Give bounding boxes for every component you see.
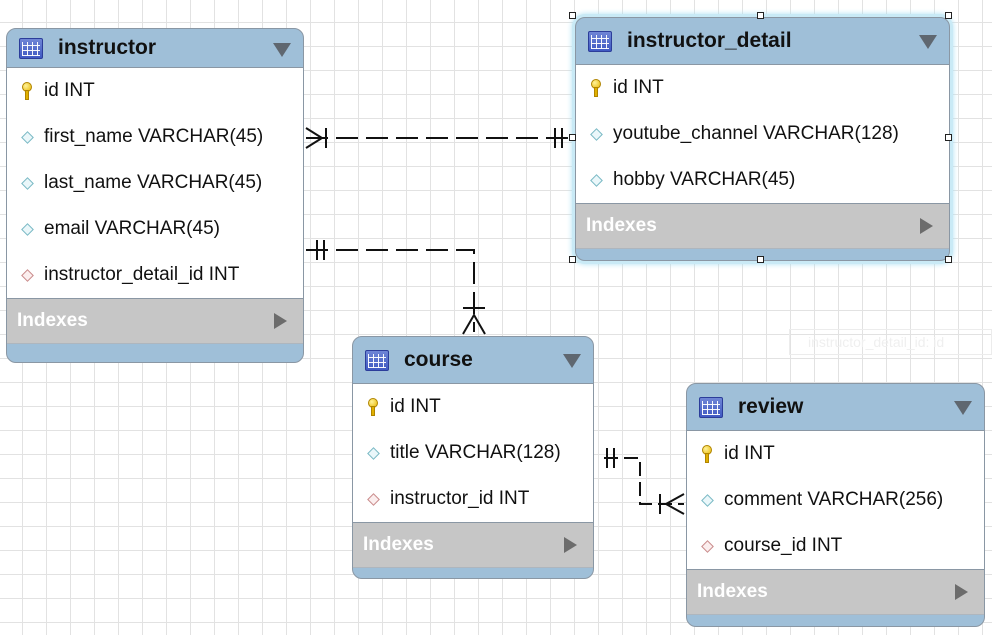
indexes-section[interactable]: Indexes: [7, 299, 303, 344]
selection-handle[interactable]: [945, 12, 952, 19]
crowfoot-marker: [462, 313, 486, 335]
selection-handle[interactable]: [945, 256, 952, 263]
one-marker: [316, 240, 325, 260]
column-label: id INT: [724, 443, 775, 464]
entity-header[interactable]: review: [687, 384, 984, 430]
column-row[interactable]: id INT: [576, 65, 949, 111]
column-diamond-icon: [588, 170, 604, 190]
column-label: comment VARCHAR(256): [724, 489, 944, 510]
column-row[interactable]: instructor_detail_id INT: [7, 252, 303, 298]
relationship-instructor-course[interactable]: [306, 249, 475, 332]
column-row[interactable]: id INT: [7, 68, 303, 114]
expand-arrow-icon[interactable]: [274, 313, 287, 329]
column-label: first_name VARCHAR(45): [44, 126, 264, 147]
column-label: id INT: [613, 77, 664, 98]
column-label: course_id INT: [724, 535, 843, 556]
chevron-down-icon[interactable]: [919, 35, 937, 49]
table-icon: [19, 37, 43, 59]
selection-handle[interactable]: [757, 256, 764, 263]
primary-key-icon: [365, 397, 381, 417]
column-row[interactable]: youtube_channel VARCHAR(128): [576, 111, 949, 157]
column-diamond-icon: [588, 124, 604, 144]
entity-title: instructor_detail: [627, 29, 792, 52]
indexes-label: Indexes: [586, 215, 657, 236]
column-label: id INT: [44, 80, 95, 101]
column-row[interactable]: first_name VARCHAR(45): [7, 114, 303, 160]
relationship-course-review[interactable]: [604, 457, 684, 505]
selection-handle[interactable]: [569, 134, 576, 141]
table-icon: [365, 349, 389, 371]
primary-key-icon: [588, 78, 604, 98]
column-row[interactable]: title VARCHAR(128): [353, 430, 593, 476]
entity-review[interactable]: review id INT comment VARCHAR(256) cours…: [686, 383, 985, 627]
one-marker: [606, 448, 615, 468]
crowfoot-marker: [663, 493, 685, 515]
chevron-down-icon[interactable]: [954, 401, 972, 415]
indexes-label: Indexes: [697, 581, 768, 602]
column-label: title VARCHAR(128): [390, 442, 561, 463]
column-label: last_name VARCHAR(45): [44, 172, 263, 193]
indexes-label: Indexes: [363, 534, 434, 555]
foreign-key-diamond-icon: [699, 536, 715, 556]
column-diamond-icon: [699, 490, 715, 510]
one-marker: [554, 128, 563, 148]
selection-handle[interactable]: [569, 256, 576, 263]
expand-arrow-icon[interactable]: [920, 218, 933, 234]
column-row[interactable]: email VARCHAR(45): [7, 206, 303, 252]
column-diamond-icon: [19, 173, 35, 193]
column-row[interactable]: comment VARCHAR(256): [687, 477, 984, 523]
column-label: hobby VARCHAR(45): [613, 169, 796, 190]
entity-header[interactable]: course: [353, 337, 593, 383]
column-label: email VARCHAR(45): [44, 218, 220, 239]
crowfoot-marker: [305, 127, 324, 149]
column-label: instructor_detail_id INT: [44, 264, 240, 285]
column-row[interactable]: hobby VARCHAR(45): [576, 157, 949, 203]
foreign-key-diamond-icon: [365, 489, 381, 509]
chevron-down-icon[interactable]: [273, 43, 291, 57]
table-icon: [699, 396, 723, 418]
entity-course[interactable]: course id INT title VARCHAR(128) instruc…: [352, 336, 594, 579]
entity-header[interactable]: instructor: [7, 29, 303, 67]
entity-instructor-detail[interactable]: instructor_detail id INT youtube_channel…: [575, 17, 950, 261]
selection-handle[interactable]: [757, 12, 764, 19]
entity-header[interactable]: instructor_detail: [576, 18, 949, 64]
column-label: youtube_channel VARCHAR(128): [613, 123, 899, 144]
primary-key-icon: [19, 81, 35, 101]
column-row[interactable]: last_name VARCHAR(45): [7, 160, 303, 206]
faint-relationship-label: instructor_detail_id: id: [789, 329, 992, 355]
entity-title: instructor: [58, 36, 157, 59]
column-label: instructor_id INT: [390, 488, 530, 509]
column-row[interactable]: id INT: [687, 431, 984, 477]
selection-handle[interactable]: [569, 12, 576, 19]
indexes-section[interactable]: Indexes: [576, 204, 949, 249]
indexes-section[interactable]: Indexes: [687, 570, 984, 615]
chevron-down-icon[interactable]: [563, 354, 581, 368]
table-icon: [588, 30, 612, 52]
indexes-label: Indexes: [17, 310, 88, 331]
indexes-section[interactable]: Indexes: [353, 523, 593, 568]
column-diamond-icon: [19, 127, 35, 147]
entity-instructor[interactable]: instructor id INT first_name VARCHAR(45)…: [6, 28, 304, 363]
column-row[interactable]: instructor_id INT: [353, 476, 593, 522]
expand-arrow-icon[interactable]: [955, 584, 968, 600]
selection-handle[interactable]: [945, 134, 952, 141]
column-row[interactable]: id INT: [353, 384, 593, 430]
column-diamond-icon: [365, 443, 381, 463]
entity-title: course: [404, 348, 473, 371]
column-diamond-icon: [19, 219, 35, 239]
column-label: id INT: [390, 396, 441, 417]
primary-key-icon: [699, 444, 715, 464]
expand-arrow-icon[interactable]: [564, 537, 577, 553]
foreign-key-diamond-icon: [19, 265, 35, 285]
entity-title: review: [738, 395, 804, 418]
column-row[interactable]: course_id INT: [687, 523, 984, 569]
